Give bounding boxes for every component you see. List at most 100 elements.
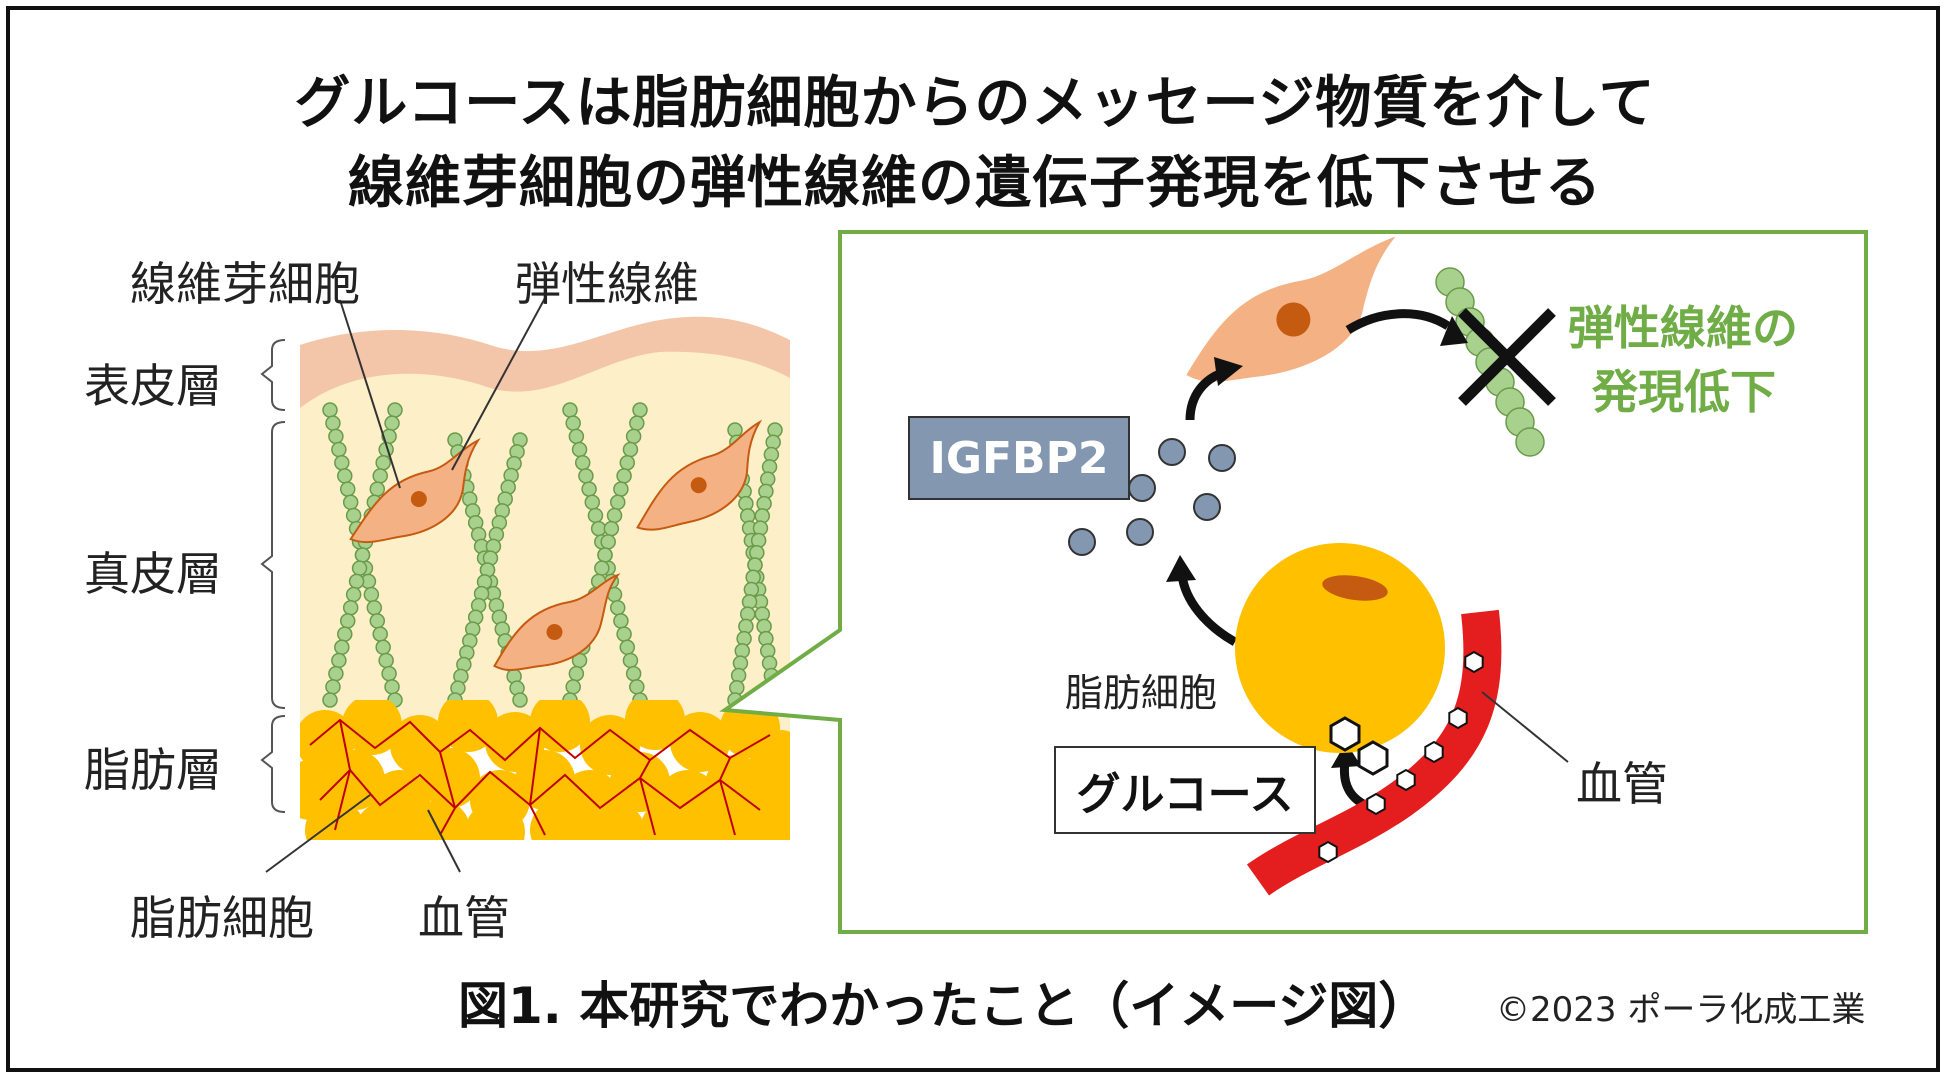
elastic-fiber-bead [588,508,602,522]
fat-cell-blob [355,802,415,862]
glucose-hexagon-icon [1367,794,1384,814]
elastic-fiber-bead [576,456,590,470]
igfbp2-box: IGFBP2 [908,416,1130,500]
elastic-fiber-bead [373,627,387,641]
elastic-fiber-bead [620,456,634,470]
elastic-fiber-bead [388,403,402,417]
elastic-fiber-bead [566,680,580,694]
elastic-fiber-bead [620,640,634,654]
label-fibroblast: 線維芽細胞 [130,248,360,314]
figure-caption: 図1. 本研究でわかったこと（イメージ図） [458,966,1428,1038]
elastic-fiber-bead [329,429,343,443]
glucose-hexagon-icon [1319,842,1336,862]
elastic-fiber-bead [569,429,583,443]
glucose-box: グルコース [1054,746,1316,834]
detail-fat-cell-label: 脂肪細胞 [1065,662,1217,717]
fat-cell-blob [410,800,470,860]
elastic-fiber-bead [614,482,628,496]
elastic-fiber-bead [370,482,384,496]
elastic-fiber-bead [566,416,580,430]
result-label-line-1: 弾性線維の [1568,292,1798,358]
elastic-fiber-bead [582,482,596,496]
elastic-fiber-bead [563,403,577,417]
label-fat-layer: 脂肪層 [84,734,222,800]
elastic-fiber-bead [364,588,378,602]
elastic-fiber-bead [385,680,399,694]
elastic-fiber-bead [350,574,364,588]
elastic-fiber-bead [344,495,358,509]
elastic-fiber-bead [335,456,349,470]
elastic-fiber-bead [347,588,361,602]
elastic-fiber-bead [627,667,641,681]
skin-cross-section [280,317,810,862]
fat-cell-blob [585,802,645,862]
elastic-fiber-bead [604,522,618,536]
elastic-fiber-bead [332,443,346,457]
glucose-hexagon-icon [1397,770,1414,790]
result-label-line-2: 発現低下 [1592,356,1776,422]
elastic-fiber-bead [630,416,644,430]
label-blood-vessel: 血管 [418,882,510,948]
elastic-fiber-bead [326,416,340,430]
fat-layer [280,690,810,862]
elastic-fiber-bead [579,469,593,483]
elastic-fiber-bead [614,614,628,628]
elastic-fiber-bead [385,416,399,430]
glucose-hexagon-icon [1449,708,1466,728]
elastic-fiber-bead [608,508,622,522]
fat-cell-blob [740,800,800,860]
elastic-fiber-bead [617,469,631,483]
elastic-fiber-bead [347,508,361,522]
elastic-fiber-bead [356,548,370,562]
elastic-fiber-bead [630,680,644,694]
elastic-fiber-bead [585,495,599,509]
elastic-fiber-bead [367,601,381,615]
elastic-fiber-bead [338,469,352,483]
elastic-fiber-bead [601,535,615,549]
elastic-fiber-bead [627,429,641,443]
elastic-fiber-bead [598,548,612,562]
elastic-fiber-bead [373,469,387,483]
elastic-fiber-bead [335,640,349,654]
layer-brackets [262,340,285,812]
label-epidermis-layer: 表皮層 [84,350,222,416]
label-elastic-fiber: 弾性線維 [515,248,699,314]
elastic-fiber-bead [513,693,527,707]
label-dermis-layer: 真皮層 [84,538,222,604]
copyright: ©2023 ポーラ化成工業 [1496,982,1865,1031]
elastic-fiber-bead [569,667,583,681]
elastic-fiber-bead [370,614,384,628]
bracket-fat [262,716,285,812]
elastic-fiber-bead [376,640,390,654]
label-fat-cell: 脂肪細胞 [130,882,314,948]
elastic-fiber-bead [573,443,587,457]
elastic-fiber-bead [376,456,390,470]
bracket-dermis [262,422,285,708]
elastic-fiber-bead [623,653,637,667]
elastic-fiber-bead [611,495,625,509]
elastic-fiber-bead [341,482,355,496]
elastic-fiber-bead [623,443,637,457]
glucose-hexagon-icon [1465,652,1482,672]
elastic-fiber-bead [633,403,647,417]
elastic-fiber-bead [611,601,625,615]
elastic-fiber-bead [326,680,340,694]
elastic-fiber-bead [338,627,352,641]
fat-cell-blob [465,802,525,862]
detail-fiber-bead [1516,428,1544,456]
elastic-fiber-bead [329,667,343,681]
elastic-fiber-bead [617,627,631,641]
bracket-epidermis [262,340,285,410]
elastic-fiber-bead [323,403,337,417]
detail-blood-vessel-label: 血管 [1576,748,1668,814]
elastic-fiber-bead [382,667,396,681]
fat-cell-blob [530,800,590,860]
elastic-fiber-bead [341,614,355,628]
elastic-fiber-bead [592,522,606,536]
elastic-fiber-bead [344,601,358,615]
elastic-fiber-bead [595,561,609,575]
elastic-fiber-bead [332,653,346,667]
elastic-fiber-bead [379,653,393,667]
elastic-fiber-bead [353,561,367,575]
glucose-hexagon-icon [1425,742,1442,762]
